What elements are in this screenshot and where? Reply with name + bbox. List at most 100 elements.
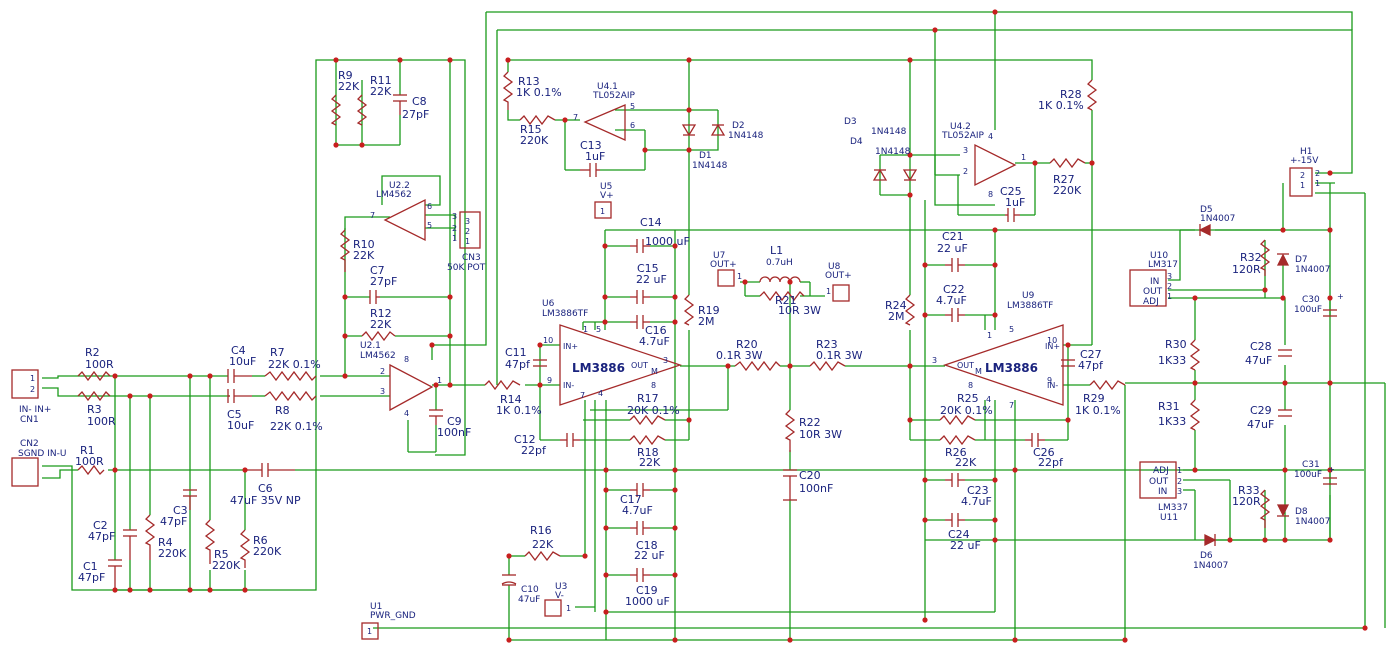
resistor-r7 [264, 370, 317, 382]
h1-body-2: 2 [1300, 171, 1305, 180]
capacitor-c22 [945, 308, 965, 322]
diode-d8 [1276, 504, 1290, 517]
u1-ref: U1 [370, 602, 382, 612]
capacitor-c1 [108, 559, 122, 590]
resistor-r12 [361, 330, 396, 342]
resistor-r8 [264, 390, 317, 402]
resistor-r23 [809, 360, 846, 372]
capacitor-c21 [945, 258, 965, 272]
resistor-r9 [330, 94, 342, 126]
r5-value: 220K [212, 559, 241, 572]
cn1-pins-label: IN- IN+ [19, 405, 51, 415]
capacitor-c26 [1025, 433, 1045, 447]
psu-diodes [1198, 223, 1290, 547]
c5-value: 10uF [227, 419, 254, 432]
c25-ref: C25 [1000, 185, 1022, 198]
cn3-body-1: 1 [465, 237, 470, 246]
u9-in-minus: IN- [1047, 381, 1058, 390]
resistor-r27 [1049, 157, 1086, 169]
resistor-r28 [1086, 79, 1098, 111]
c5-ref: C5 [227, 408, 242, 421]
d7-value: 1N4007 [1295, 265, 1330, 275]
capacitor-c25 [1005, 208, 1020, 222]
u42-pin-8: 8 [988, 190, 993, 199]
cn3-ref: CN3 [462, 253, 481, 263]
r6-ref: R6 [253, 534, 268, 547]
capacitor-c31 [1323, 477, 1337, 485]
resistor-r19 [683, 294, 695, 326]
r31-ref: R31 [1158, 400, 1180, 413]
u6-pin-7: 7 [580, 391, 585, 400]
diode-d3 [872, 168, 888, 181]
l1-value: 0.7uH [766, 258, 793, 268]
u9-pin-7: 7 [1009, 401, 1014, 410]
resistor-r24 [904, 294, 916, 326]
junctions [112, 9, 1368, 643]
r11-ref: R11 [370, 74, 392, 87]
c7-ref: C7 [370, 264, 385, 277]
u21-pin-1: 1 [437, 376, 442, 385]
resistor-r5 [204, 519, 216, 564]
c16-value: 4.7uF [639, 335, 670, 348]
d3-value: 1N4148 [871, 127, 907, 137]
pad-u5 [594, 201, 612, 219]
c6-ref: C6 [258, 482, 273, 495]
r32-ref: R32 [1240, 251, 1262, 264]
u6-out: OUT [631, 361, 648, 370]
connector-cn3 [459, 211, 481, 249]
capacitor-c12 [560, 433, 580, 447]
capacitor-c17 [630, 483, 650, 497]
c9-value: 100nF [437, 426, 471, 439]
opamp-u42 [974, 143, 1017, 187]
c17-ref: C17 [620, 493, 642, 506]
capacitor-c29 [1278, 409, 1292, 417]
r23-ref: R23 [816, 338, 838, 351]
capacitor-c13 [580, 163, 600, 177]
u10-pin-3: 3 [1167, 272, 1172, 281]
c29-value: 47uF [1247, 418, 1274, 431]
capacitor-c9 [429, 409, 443, 425]
c23-value: 4.7uF [961, 495, 992, 508]
c3-value: 47pF [160, 515, 187, 528]
u22-pin-7: 7 [370, 211, 375, 220]
u9-in-plus: IN+ [1045, 342, 1060, 351]
h1-pin-2: 2 [1315, 169, 1320, 178]
h1-pin-1: 1 [1315, 179, 1320, 188]
c30-value: 100uF [1294, 305, 1322, 315]
c8-value: 27pF [402, 108, 429, 121]
r23-value: 0.1R 3W [816, 349, 863, 362]
c4-value: 10uF [229, 355, 256, 368]
u9-ref: U9 [1022, 291, 1035, 301]
resistor-r17 [629, 414, 666, 426]
r13-value: 1K 0.1% [516, 86, 562, 99]
h1-body-1: 1 [1300, 181, 1305, 190]
u3-ref: U3 [555, 582, 567, 592]
u42-part: TL052AIP [941, 131, 985, 141]
c19-value: 1000 uF [625, 595, 670, 608]
u9-pin-4: 4 [986, 395, 991, 404]
r8-ref: R8 [275, 404, 290, 417]
u5-value: V+ [600, 191, 614, 201]
r30-ref: R30 [1165, 338, 1187, 351]
cn2-pins-label: SGND IN-U [18, 449, 66, 459]
u11-pin-2: 2 [1177, 477, 1182, 486]
u6-pin-1: 1 [583, 325, 588, 334]
u9-mute: M [975, 367, 982, 376]
r7-ref: R7 [270, 346, 285, 359]
r3-ref: R3 [87, 403, 102, 416]
r1-ref: R1 [80, 444, 95, 457]
u10-ref: U10 [1150, 251, 1168, 261]
resistor-r18 [629, 434, 666, 446]
c27-ref: C27 [1080, 348, 1102, 361]
c9-ref: C9 [447, 415, 462, 428]
cn3-body-2: 2 [465, 227, 470, 236]
r15-ref: R15 [520, 123, 542, 136]
u10-in: IN [1150, 277, 1159, 287]
c3-ref: C3 [173, 504, 188, 517]
c13-value: 1uF [585, 150, 605, 163]
r4-ref: R4 [158, 536, 173, 549]
diode-d6 [1204, 533, 1217, 547]
d7-ref: D7 [1295, 255, 1308, 265]
ic-u10 [1129, 269, 1167, 307]
r5-ref: R5 [214, 548, 229, 561]
